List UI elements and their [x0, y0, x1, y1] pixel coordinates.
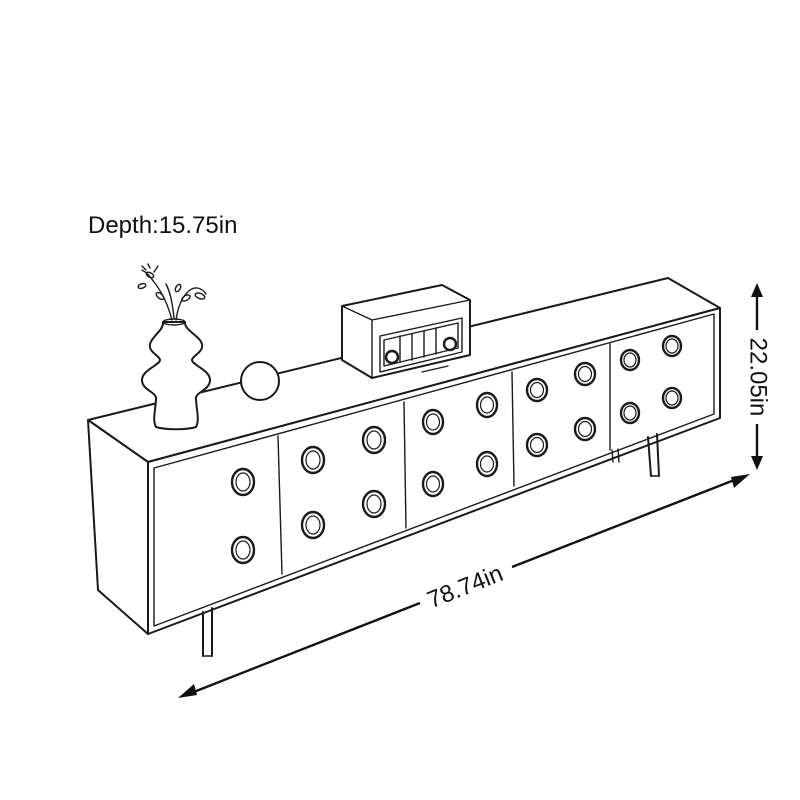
- arrow-right-icon: [731, 474, 750, 488]
- arrow-left-icon: [178, 684, 197, 698]
- width-label: 78.74in: [424, 560, 507, 614]
- leg-back-right: [611, 448, 620, 463]
- vase: [141, 318, 211, 431]
- knob: [475, 450, 499, 478]
- leg-front-left: [202, 607, 213, 657]
- knob: [230, 535, 256, 565]
- knob: [619, 348, 641, 372]
- knob: [421, 408, 445, 436]
- radio-dial-icon: [442, 336, 458, 352]
- knob: [573, 416, 597, 442]
- door-frame: [153, 313, 715, 627]
- height-label: 22.05in: [745, 338, 772, 417]
- vase-branches: [137, 263, 207, 321]
- knob: [661, 334, 683, 358]
- arrow-up-icon: [751, 283, 763, 297]
- knob: [361, 425, 387, 455]
- radio-dial-icon: [384, 349, 400, 365]
- door-knobs: [230, 334, 683, 565]
- leg-front-right: [647, 433, 660, 477]
- knob: [573, 361, 597, 387]
- knob: [300, 510, 326, 540]
- knob: [300, 445, 326, 475]
- height-dimension: 22.05in: [745, 283, 772, 470]
- door-divider: [277, 435, 283, 575]
- knob: [421, 470, 445, 498]
- knob: [661, 386, 683, 410]
- door-divider: [511, 371, 515, 487]
- arrow-down-icon: [751, 456, 763, 470]
- knob: [475, 391, 499, 419]
- knob: [525, 432, 549, 458]
- knob: [230, 467, 256, 497]
- knob: [619, 401, 641, 425]
- radio: [341, 284, 471, 379]
- knob: [361, 489, 387, 519]
- decorative-ball: [240, 361, 280, 401]
- depth-label: Depth:15.75in: [88, 212, 237, 239]
- knob: [525, 377, 549, 403]
- door-divider: [403, 401, 407, 529]
